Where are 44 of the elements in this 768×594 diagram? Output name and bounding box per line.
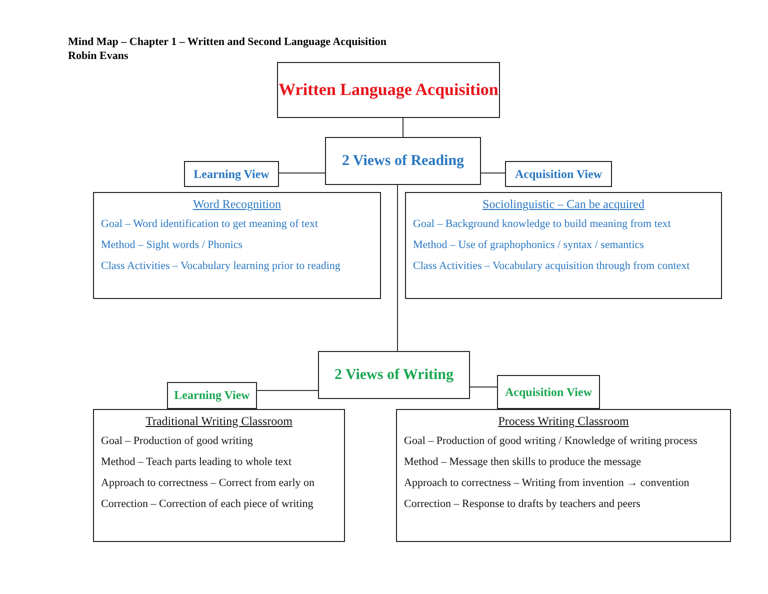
detail-text: Method – Teach parts leading to whole text — [101, 456, 293, 468]
topic-label: Acquisition View — [514, 166, 602, 182]
page-title: Mind Map – Chapter 1 – Written and Second Language Acquisition — [68, 36, 386, 48]
info-box — [396, 409, 731, 542]
topic-box — [277, 62, 500, 118]
topic-label: Acquisition View — [504, 384, 592, 400]
detail-text: Goal – Background knowledge to build meaning from text — [413, 218, 672, 230]
detail-text: Correction – Response to drafts by teachers and peers — [404, 498, 642, 510]
box-heading: Sociolinguistic – Can be acquired — [482, 197, 646, 212]
detail-text: Correction – Correction of each piece of writing — [101, 498, 314, 510]
connector-line — [278, 172, 326, 174]
topic-box — [167, 382, 257, 409]
topic-box — [318, 351, 470, 399]
info-box — [93, 409, 345, 542]
detail-text: Goal – Production of good writing / Knowledge of writing process — [404, 435, 698, 447]
topic-label: 2 Views of Reading — [342, 152, 464, 170]
detail-text: Method – Message then skills to produce the message — [404, 456, 642, 468]
detail-text: Class Activities – Vocabulary learning prior to reading — [101, 260, 342, 272]
topic-label: Learning View — [194, 166, 270, 182]
topic-box — [505, 161, 612, 187]
detail-text: Goal – Production of good writing — [101, 435, 254, 447]
box-heading: Process Writing Classroom — [497, 414, 630, 429]
topic-box — [325, 137, 481, 185]
detail-text: Approach to correctness – Writing from invention → convention — [404, 477, 690, 489]
connector-line — [256, 390, 318, 391]
box-heading: Word Recognition — [192, 197, 282, 212]
author-name: Robin Evans — [68, 50, 128, 62]
connector-line — [397, 184, 398, 352]
topic-label: 2 Views of Writing — [334, 366, 454, 384]
connector-line — [402, 118, 404, 138]
topic-box — [184, 161, 279, 187]
info-box — [93, 192, 381, 299]
connector-line — [480, 172, 506, 174]
topic-label: Learning View — [174, 388, 250, 403]
detail-text: Method – Use of graphophonics / syntax / semantics — [413, 239, 645, 251]
topic-label: Written Language Acquisition — [278, 79, 498, 101]
detail-text: Method – Sight words / Phonics — [101, 239, 244, 251]
topic-box — [497, 375, 600, 409]
detail-text: Goal – Word identification to get meaning of text — [101, 218, 320, 230]
connector-line — [470, 386, 498, 388]
detail-text: Class Activities – Vocabulary acquisition through from context — [413, 260, 691, 272]
detail-text: Approach to correctness – Correct from early on — [101, 477, 316, 489]
box-heading: Traditional Writing Classroom — [144, 414, 294, 429]
info-box — [405, 192, 722, 299]
